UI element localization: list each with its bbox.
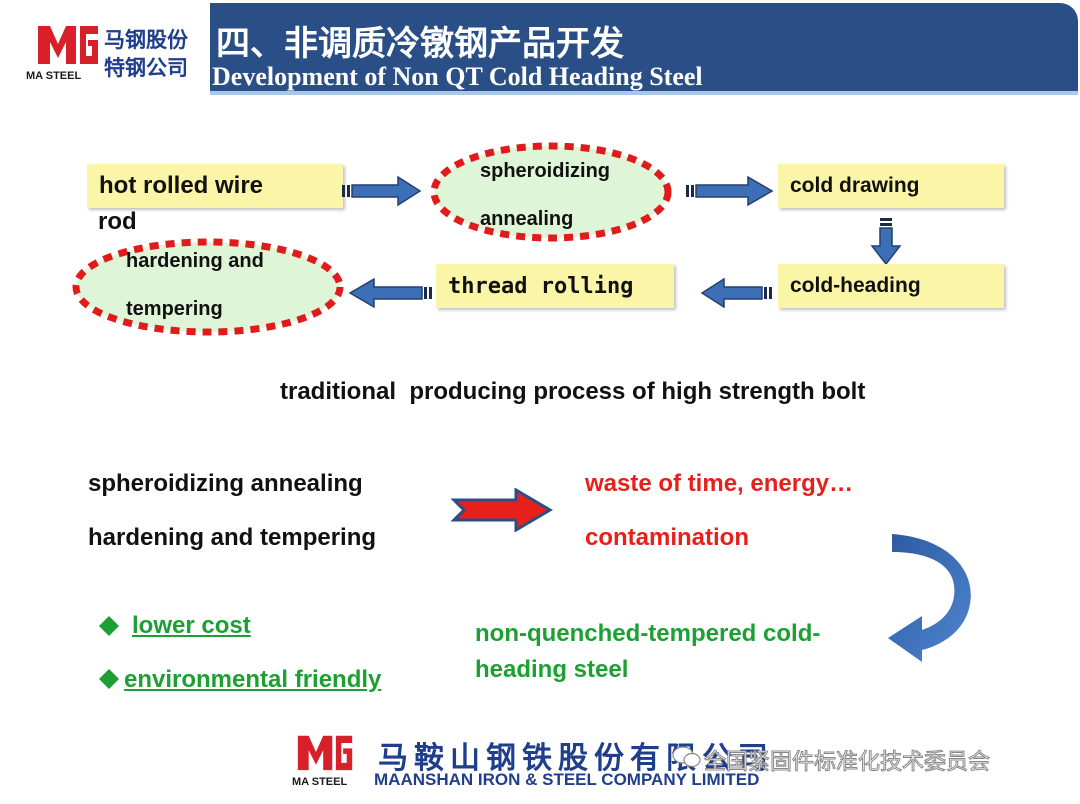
result-line-2: heading steel <box>475 656 629 683</box>
footer-brand-en: MA STEEL <box>292 776 348 788</box>
page-title-cn: 四、非调质冷镦钢产品开发 <box>216 24 624 64</box>
footer-company-cn: 马鞍山钢铁股份有限公司 <box>378 741 774 776</box>
curved-arrow-icon <box>888 534 971 662</box>
step-hardening-ellipse <box>72 238 344 336</box>
step-spheroidizing-ellipse <box>430 142 672 242</box>
arrow-left-icon <box>700 277 772 309</box>
diamond-bullet-icon <box>99 669 119 689</box>
arrow-left-icon <box>348 277 432 309</box>
step-cold-drawing-box: cold drawing <box>778 164 1004 208</box>
drawback-left-1: spheroidizing annealing <box>88 470 363 497</box>
brand-cn-label: 马钢股份 特钢公司 <box>104 26 188 82</box>
brand-cn-line2: 特钢公司 <box>104 56 188 80</box>
page-title-en: Development of Non QT Cold Heading Steel <box>212 62 703 91</box>
step-spheroidizing-label-1: spheroidizing <box>480 160 610 182</box>
drawback-right-2: contamination <box>585 524 750 551</box>
masteel-logo-icon <box>36 22 100 66</box>
step-thread-rolling-box: thread rolling <box>436 264 674 308</box>
result-line-1: non-quenched-tempered cold- <box>475 620 821 647</box>
benefit-lower-cost: lower cost <box>132 612 251 639</box>
step-hot-rolled-box: hot rolled wire <box>87 164 343 208</box>
step-hardening-label-1: hardening and <box>126 250 264 272</box>
step-hot-rolled-label: hot rolled wire <box>99 172 264 199</box>
arrow-right-icon <box>686 175 774 207</box>
arrow-right-icon <box>342 175 422 207</box>
arrow-right-red-icon <box>450 488 553 532</box>
step-cold-heading-label: cold-heading <box>790 274 921 297</box>
step-hardening-label-2: tempering <box>126 298 223 320</box>
title-bar <box>210 3 1078 95</box>
step-spheroidizing-label-2: annealing <box>480 208 574 230</box>
arrow-down-icon <box>870 218 902 266</box>
drawback-left-2: hardening and tempering <box>88 524 377 551</box>
brand-cn-line1: 马钢股份 <box>104 28 188 52</box>
watermark-text: 全国紧固件标准化技术委员会 <box>703 750 991 776</box>
process-caption: traditional producing process of high st… <box>280 378 866 405</box>
diamond-bullet-icon <box>99 616 119 636</box>
step-cold-heading-box: cold-heading <box>778 264 1004 308</box>
step-thread-rolling-label: thread rolling <box>448 273 634 299</box>
step-hot-rolled-label-2: rod <box>98 208 137 235</box>
wechat-icon <box>672 744 702 775</box>
benefit-environmental-friendly: environmental friendly <box>124 666 382 693</box>
step-cold-drawing-label: cold drawing <box>790 174 920 197</box>
brand-en-label: MA STEEL <box>26 70 82 82</box>
footer-logo-icon <box>296 730 354 779</box>
drawback-right-1: waste of time, energy… <box>585 470 854 497</box>
footer-company-en: MAANSHAN IRON & STEEL COMPANY LIMITED <box>374 770 760 789</box>
